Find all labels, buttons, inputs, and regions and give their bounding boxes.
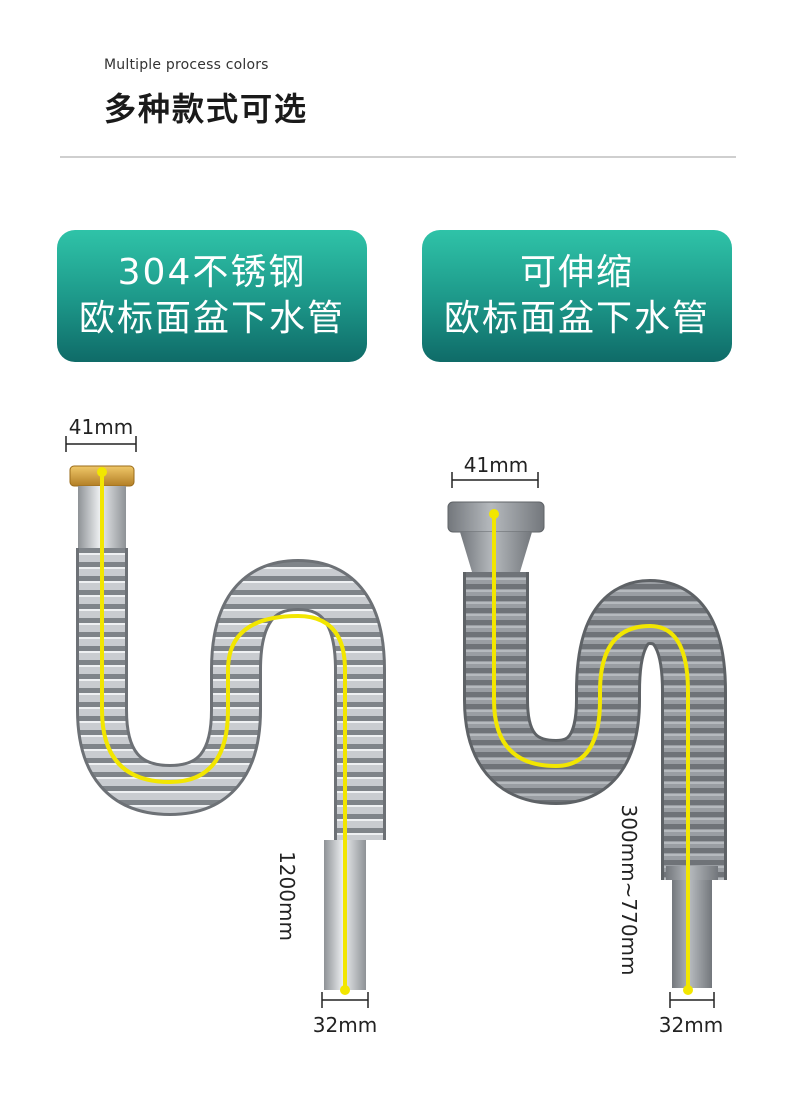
product-badge-telescopic: 可伸缩 欧标面盆下水管 — [422, 230, 732, 362]
stainless-steel-drain-pipe-icon — [69, 465, 386, 995]
telescopic-drain-pipe-icon — [447, 501, 727, 995]
top-diameter-label: 41mm — [69, 415, 133, 439]
header-divider — [60, 156, 736, 158]
bottom-diameter-label: 32mm — [313, 1013, 377, 1037]
pipes-illustration: 41mm 1200mm 32mm 41mm 300mm~770mm 32mm — [65, 415, 727, 1037]
badge-line-1: 304不锈钢 — [117, 252, 307, 293]
bottom-diameter-label: 32mm — [659, 1013, 723, 1037]
section-title: 多种款式可选 — [104, 90, 309, 128]
badge-line-2: 欧标面盆下水管 — [443, 298, 710, 339]
top-diameter-label: 41mm — [464, 453, 528, 477]
badge-line-2: 欧标面盆下水管 — [78, 298, 345, 339]
product-badge-stainless: 304不锈钢 欧标面盆下水管 — [57, 230, 367, 362]
length-label: 300mm~770mm — [617, 804, 641, 975]
length-label: 1200mm — [275, 851, 299, 941]
section-subtitle: Multiple process colors — [104, 57, 269, 73]
badge-line-1: 可伸缩 — [519, 252, 634, 293]
